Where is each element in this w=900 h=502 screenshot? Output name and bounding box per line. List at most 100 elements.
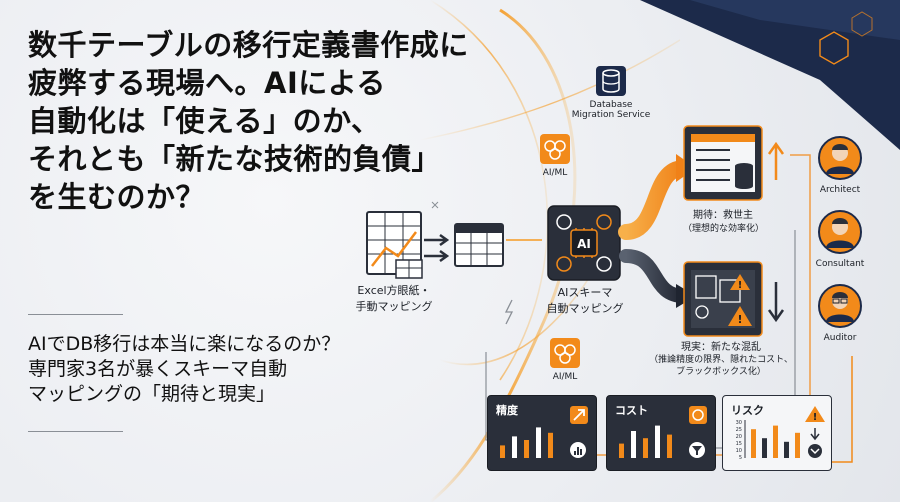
chevron-down-icon (808, 444, 822, 458)
role-label-architect: Architect (819, 185, 861, 195)
bar (773, 425, 778, 458)
bar (536, 427, 541, 458)
arrow-up-icon (767, 141, 785, 180)
bar (655, 425, 660, 458)
panel-title: リスク (731, 404, 764, 417)
dms-label-line: Migration Service (571, 110, 651, 120)
spark-icon (504, 299, 514, 325)
expectation-label-line: 期待：救世主 (693, 210, 753, 221)
avatar-architect (818, 136, 862, 180)
svg-text:!: ! (813, 412, 818, 423)
reality-label-line: ブラックボックス化） (676, 367, 766, 377)
divider-bottom (28, 431, 123, 432)
corner-navy-shape-2 (690, 0, 900, 40)
table-icon (454, 223, 504, 267)
axis-tick-label: 25 (736, 427, 742, 433)
excel-label-line: 手動マッピング (355, 300, 433, 313)
headline-line: それとも「新たな技術的負債」 (28, 142, 442, 176)
light-swoosh (429, 8, 577, 502)
dms-label: Database Migration Service (566, 100, 656, 120)
panel-chart (619, 406, 707, 458)
sparkle-icon (431, 201, 439, 209)
bar (643, 438, 648, 458)
bar (762, 438, 767, 458)
light-swoosh-3 (419, 39, 681, 141)
headline-line: を生むのか？ (28, 180, 206, 214)
axis-tick-label: 10 (736, 448, 742, 454)
headline-line: 数千テーブルの移行定義書作成に (28, 28, 469, 62)
axis-tick-label: 30 (736, 420, 742, 426)
avatar-auditor (818, 284, 862, 328)
role-label-consultant: Consultant (815, 259, 865, 269)
avatar-consultant (818, 210, 862, 254)
bar (784, 441, 789, 458)
axis-tick-label: 5 (739, 455, 742, 461)
bar (631, 431, 636, 458)
arrow-down-icon (767, 282, 785, 323)
hexagon-deco (819, 31, 849, 65)
ai-chip-icon (547, 205, 621, 281)
headline-line: 疲弊する現場へ。AIによる (28, 66, 386, 100)
headline-line: 自動化は「使える」のか、 (28, 104, 381, 138)
hexagon-deco-2 (851, 11, 873, 37)
bar (524, 440, 529, 458)
axis-tick-label: 15 (736, 441, 742, 447)
arrow-down-small-icon (810, 428, 820, 441)
database-icon (596, 66, 626, 96)
coin-icon (689, 406, 707, 424)
reality-label-line: 現実：新たな混乱 (681, 342, 761, 353)
brain-icon (540, 134, 570, 164)
bar (619, 443, 624, 458)
warning-icon (805, 406, 825, 422)
expectation-label-line: （理想的な効率化） (683, 224, 765, 234)
aiml-top-label: AI/ML (542, 168, 568, 178)
expectation-label: 期待：救世主 （理想的な効率化） (683, 206, 765, 234)
ai-label-line: AIスキーマ (557, 286, 613, 299)
headline: 数千テーブルの移行定義書作成に 疲弊する現場へ。AIによる 自動化は「使える」の… (28, 26, 508, 216)
panel-chart (500, 406, 588, 458)
bar (751, 429, 756, 458)
dms-label-line: Database (589, 100, 633, 110)
ai-mapping-label: AIスキーマ 自動マッピング (540, 284, 630, 316)
excel-label-line: Excel方眼紙・ (357, 284, 431, 297)
light-swoosh-2 (429, 0, 549, 381)
svg-text:!: ! (737, 313, 742, 326)
subhead-line: 専門家3名が暴くスキーマ自動 (28, 358, 288, 380)
subheadline: AIでDB移行は本当に楽になるのか？ 専門家3名が暴くスキーマ自動 マッピングの… (28, 332, 448, 407)
reality-label: 現実：新たな混乱 （推論精度の限界、隠れたコスト、 ブラックボックス化） (646, 342, 796, 378)
bar (795, 432, 800, 458)
panel-cost: コスト (606, 395, 716, 471)
ai-chip-text: AI (577, 237, 591, 251)
excel-label: Excel方眼紙・ 手動マッピング (354, 282, 434, 314)
panel-title: 精度 (496, 404, 518, 417)
corner-navy-shape (640, 0, 900, 150)
ai-label-line: 自動マッピング (546, 302, 624, 315)
warning-monitor-icon: ! ! (683, 261, 763, 337)
panel-accuracy: 精度 (487, 395, 597, 471)
reality-label-line: （推論精度の限界、隠れたコスト、 (649, 355, 793, 365)
bar (548, 432, 553, 458)
axis-tick-label: 20 (736, 434, 742, 440)
expectation-arrow (618, 160, 692, 240)
bar (500, 445, 505, 458)
divider-top (28, 314, 123, 315)
svg-text:!: ! (738, 280, 743, 291)
arrow-right-icon (424, 233, 450, 247)
bar (667, 434, 672, 458)
brain-icon-2 (550, 338, 580, 368)
role-label-auditor: Auditor (823, 333, 857, 343)
light-swoosh-4 (439, 259, 601, 366)
panel-title: コスト (615, 404, 648, 417)
subhead-line: マッピングの「期待と現実」 (28, 383, 276, 405)
subhead-line: AIでDB移行は本当に楽になるのか？ (28, 333, 341, 355)
arrow-right-icon-2 (424, 249, 450, 263)
aiml-bottom-label: AI/ML (552, 372, 578, 382)
monitor-icon (683, 125, 763, 201)
spreadsheet-icon (366, 211, 423, 279)
reality-arrow (619, 249, 691, 303)
